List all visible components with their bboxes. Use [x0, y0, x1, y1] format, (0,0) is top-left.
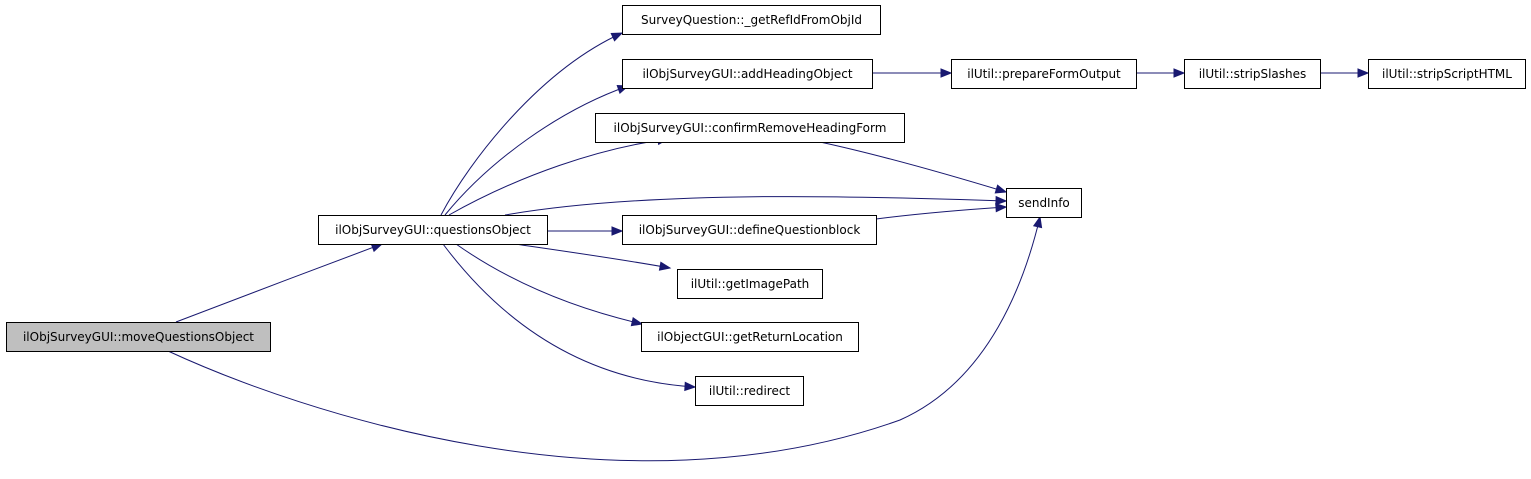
node-box[interactable] — [677, 269, 823, 299]
edge-arrowhead — [611, 226, 624, 236]
node-sendInfo[interactable]: sendInfo — [1006, 188, 1082, 218]
node-label: ilUtil::redirect — [709, 384, 791, 398]
edge-line — [167, 216, 1041, 462]
edge-defineQB-to-sendInfo — [875, 202, 1008, 220]
node-label: ilUtil::prepareFormOutput — [967, 67, 1121, 81]
node-questionsObject[interactable]: ilObjSurveyGUI::questionsObject — [318, 215, 548, 245]
edge-moveQuestionsObject-to-sendInfo — [167, 215, 1043, 462]
edge-stripSlashes-to-stripScriptHTML — [1320, 68, 1370, 78]
node-label: ilUtil::stripScriptHTML — [1382, 67, 1512, 81]
edge-arrowhead — [994, 184, 1008, 194]
node-label: ilObjectGUI::getReturnLocation — [657, 330, 843, 344]
node-box[interactable] — [695, 376, 804, 406]
edge-line — [440, 32, 623, 216]
node-box[interactable] — [951, 59, 1137, 89]
node-label: ilUtil::getImagePath — [691, 277, 810, 291]
edge-arrowhead — [1032, 215, 1043, 229]
edge-questionsObject-to-getImagePath — [514, 243, 672, 271]
edge-questionsObject-to-getRefId — [440, 32, 624, 216]
edges-layer — [167, 32, 1370, 462]
edge-arrowhead — [1173, 68, 1186, 78]
node-defineQB[interactable]: ilObjSurveyGUI::defineQuestionblock — [622, 215, 877, 245]
edge-line — [514, 243, 671, 269]
edge-prepareFormOutput-to-stripSlashes — [1136, 68, 1186, 78]
node-label: ilObjSurveyGUI::questionsObject — [335, 223, 531, 237]
node-box[interactable] — [622, 5, 881, 35]
node-getReturnLocation[interactable]: ilObjectGUI::getReturnLocation — [641, 322, 859, 352]
edge-line — [819, 141, 1007, 193]
node-getRefId[interactable]: SurveyQuestion::_getRefIdFromObjId — [622, 5, 881, 35]
edge-confirmRemove-to-sendInfo — [819, 141, 1008, 194]
node-box[interactable] — [6, 322, 271, 352]
nodes-layer: ilObjSurveyGUI::moveQuestionsObject ilObj… — [6, 5, 1526, 406]
node-redirect[interactable]: ilUtil::redirect — [695, 376, 804, 406]
edge-arrowhead — [684, 381, 697, 392]
node-label: ilUtil::stripSlashes — [1199, 67, 1307, 81]
edge-moveQuestionsObject-to-questionsObject — [175, 243, 384, 323]
edge-questionsObject-to-sendInfo — [504, 195, 1008, 216]
node-stripSlashes[interactable]: ilUtil::stripSlashes — [1184, 59, 1321, 89]
node-getImagePath[interactable]: ilUtil::getImagePath — [677, 269, 823, 299]
node-box[interactable] — [1006, 188, 1082, 218]
node-label: ilObjSurveyGUI::moveQuestionsObject — [23, 330, 254, 344]
edge-questionsObject-to-defineQB — [547, 226, 624, 236]
node-label: ilObjSurveyGUI::confirmRemoveHeadingForm — [614, 121, 887, 135]
edge-line — [875, 206, 1007, 220]
edge-line — [444, 85, 629, 216]
node-addHeading[interactable]: ilObjSurveyGUI::addHeadingObject — [622, 59, 873, 89]
edge-arrowhead — [940, 68, 953, 78]
edge-line — [175, 243, 383, 323]
node-box[interactable] — [622, 59, 873, 89]
edge-questionsObject-to-addHeading — [444, 85, 630, 216]
node-box[interactable] — [622, 215, 877, 245]
node-label: sendInfo — [1018, 196, 1070, 210]
node-moveQuestionsObject[interactable]: ilObjSurveyGUI::moveQuestionsObject — [6, 322, 271, 352]
edge-addHeading-to-prepareFormOutput — [872, 68, 953, 78]
edge-line — [442, 243, 696, 388]
edge-arrowhead — [630, 317, 644, 327]
edge-arrowhead — [610, 32, 624, 42]
node-label: ilObjSurveyGUI::addHeadingObject — [642, 67, 852, 81]
node-label: SurveyQuestion::_getRefIdFromObjId — [641, 13, 862, 27]
edge-line — [455, 243, 643, 325]
edge-arrowhead — [658, 261, 672, 271]
node-box[interactable] — [318, 215, 548, 245]
node-prepareFormOutput[interactable]: ilUtil::prepareFormOutput — [951, 59, 1137, 89]
node-box[interactable] — [641, 322, 859, 352]
edge-questionsObject-to-redirect — [442, 243, 697, 392]
node-box[interactable] — [595, 113, 905, 143]
edge-line — [448, 138, 669, 216]
node-label: ilObjSurveyGUI::defineQuestionblock — [639, 223, 861, 237]
edge-line — [504, 196, 1007, 216]
edge-arrowhead — [1357, 68, 1370, 78]
edge-arrowhead — [995, 195, 1008, 206]
node-confirmRemove[interactable]: ilObjSurveyGUI::confirmRemoveHeadingForm — [595, 113, 905, 143]
node-stripScriptHTML[interactable]: ilUtil::stripScriptHTML — [1368, 59, 1526, 89]
edge-questionsObject-to-getReturnLocation — [455, 243, 644, 327]
node-box[interactable] — [1184, 59, 1321, 89]
edge-arrowhead — [995, 202, 1008, 213]
node-box[interactable] — [1368, 59, 1526, 89]
